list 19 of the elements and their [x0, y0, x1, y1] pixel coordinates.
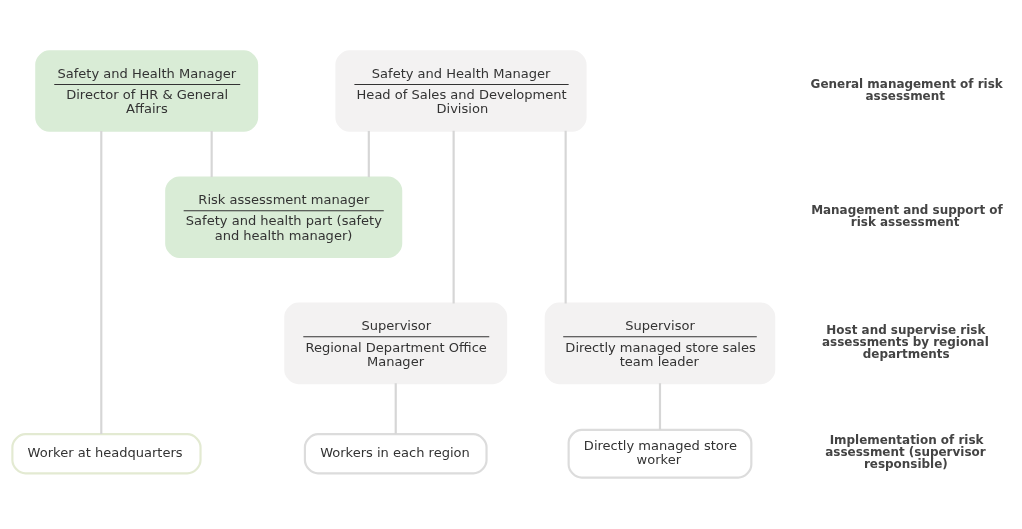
label: Implementation of risk assessment (supervisor responsible) [825, 433, 986, 472]
connector [394, 383, 397, 435]
connector [564, 130, 567, 304]
label: Management and support of risk assessment [811, 202, 1003, 229]
node-box: Worker at headquarters [11, 433, 202, 475]
node-box: Workers in each region [303, 433, 488, 475]
connector [367, 130, 370, 178]
node-box: Safety and Health Manager Head of Sales and Development Division [335, 50, 587, 132]
node-box: Safety and Health Manager Director of HR & General Affairs [35, 50, 259, 132]
node-box: Risk assessment manager Safety and health part (safety and health manager) [165, 176, 403, 258]
label: Host and supervise risk assessments by regional departments [822, 322, 989, 361]
node-box: Directly managed store worker [567, 428, 753, 479]
connector [100, 130, 103, 435]
connector [210, 130, 213, 178]
label: General management of risk assessment [810, 76, 1003, 103]
connector [658, 383, 662, 430]
node-box: Supervisor Regional Department Office Manager [284, 302, 508, 385]
connector [452, 130, 455, 304]
node-box: Supervisor Directly managed store sales team leader [544, 302, 776, 385]
